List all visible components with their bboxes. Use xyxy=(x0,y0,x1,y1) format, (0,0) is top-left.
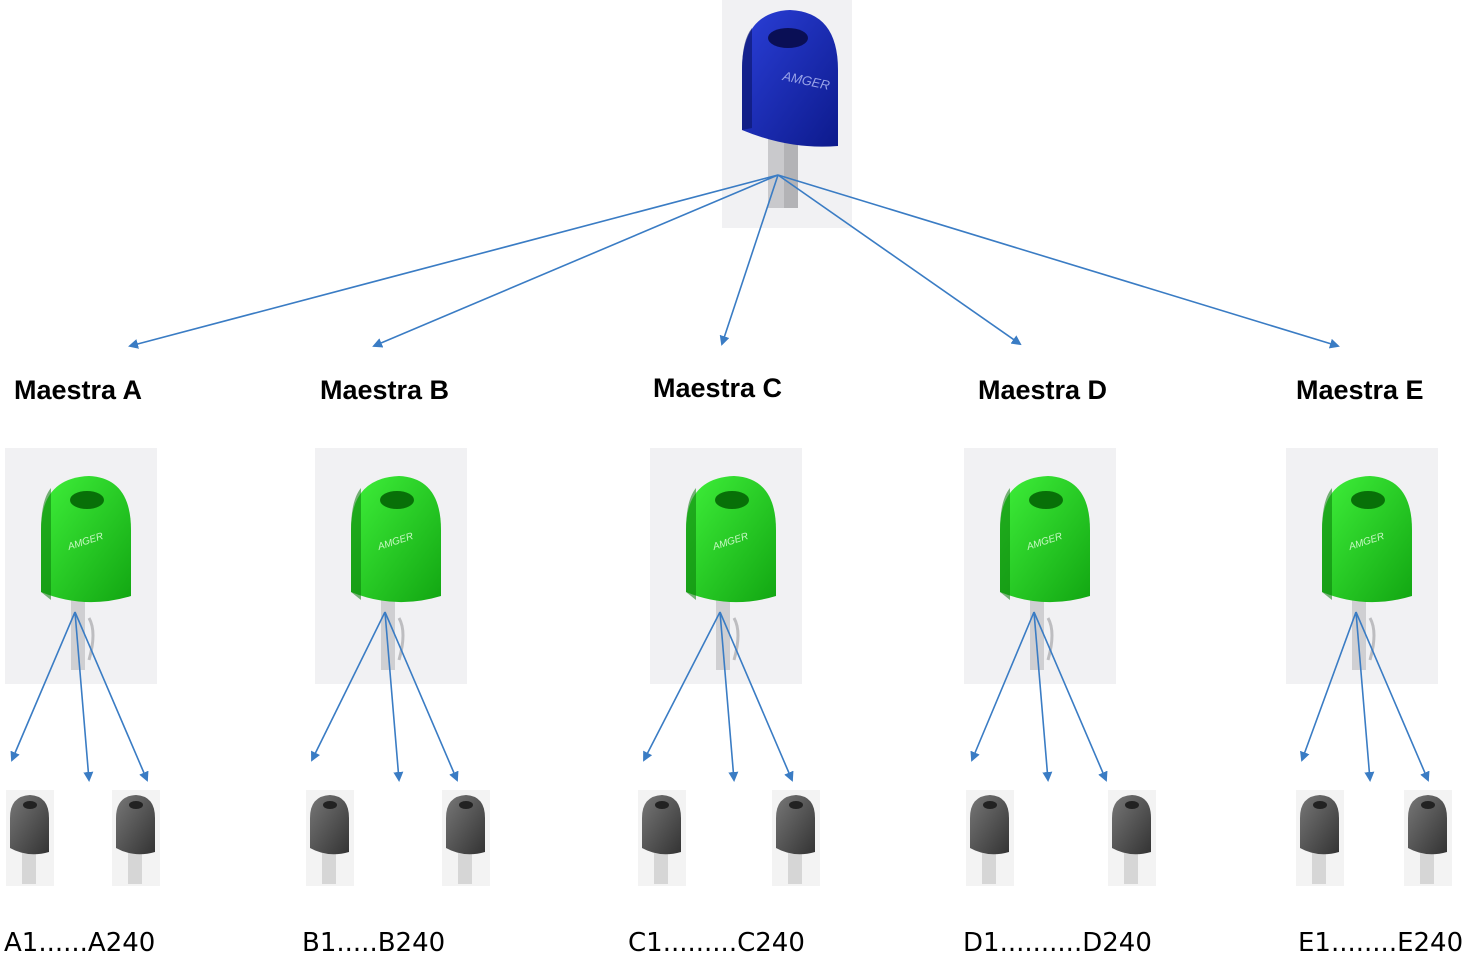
arrow-master-to-group-a xyxy=(128,174,779,349)
child-key-icon-d-1 xyxy=(966,790,1014,886)
group-range-b: B1.....B240 xyxy=(302,928,446,958)
child-key-icon-c-1 xyxy=(638,790,686,886)
child-key-icon-d-2 xyxy=(1108,790,1156,886)
child-key-icon-a-2 xyxy=(112,790,160,886)
group-key-icon-a: AMGER xyxy=(5,448,157,684)
arrow-group-d-to-child-2 xyxy=(1033,611,1053,782)
arrow-group-b-to-child-3 xyxy=(384,611,459,782)
group-label-e: Maestra E xyxy=(1296,375,1424,405)
arrow-group-b-to-child-1 xyxy=(311,611,386,762)
arrow-group-a-to-child-1 xyxy=(10,611,76,762)
arrow-master-to-group-c xyxy=(719,174,779,346)
child-key-icon-a-1 xyxy=(6,790,54,886)
group-label-d: Maestra D xyxy=(978,375,1108,405)
group-label-a: Maestra A xyxy=(14,375,143,405)
group-key-icon-c: AMGER xyxy=(650,448,802,684)
group-range-c: C1.........C240 xyxy=(628,928,805,958)
arrow-group-e-to-child-3 xyxy=(1355,611,1430,782)
arrow-group-c-to-child-3 xyxy=(719,611,794,782)
arrow-group-a-to-child-2 xyxy=(74,611,94,782)
arrow-group-e-to-child-1 xyxy=(1300,611,1357,762)
master-arrows xyxy=(128,174,1340,349)
arrow-group-a-to-child-3 xyxy=(74,611,149,782)
group-range-d: D1..........D240 xyxy=(963,928,1152,958)
arrow-group-d-to-child-3 xyxy=(1033,611,1108,782)
group-label-b: Maestra B xyxy=(320,375,450,405)
group-key-icon-e: AMGER xyxy=(1286,448,1438,684)
group-arrows xyxy=(10,611,1430,782)
group-key-icon-b: AMGER xyxy=(315,448,467,684)
group-keys: AMGER AMGER AMGER AMGER AMGER xyxy=(5,448,1438,684)
child-key-icon-c-2 xyxy=(772,790,820,886)
child-keys xyxy=(6,790,1452,886)
arrow-master-to-group-e xyxy=(777,174,1340,349)
group-key-icon-d: AMGER xyxy=(964,448,1116,684)
arrow-master-to-group-d xyxy=(777,174,1022,346)
group-range-a: A1......A240 xyxy=(4,928,156,958)
child-key-icon-e-1 xyxy=(1296,790,1344,886)
child-key-icon-e-2 xyxy=(1404,790,1452,886)
master-key-icon: AMGER xyxy=(722,0,852,228)
group-label-c: Maestra C xyxy=(653,373,783,403)
arrow-group-d-to-child-1 xyxy=(970,611,1035,762)
child-key-icon-b-1 xyxy=(306,790,354,886)
arrow-master-to-group-b xyxy=(372,174,779,348)
arrow-group-b-to-child-2 xyxy=(384,611,404,782)
arrow-group-c-to-child-2 xyxy=(719,611,739,782)
group-range-e: E1........E240 xyxy=(1298,928,1464,958)
child-key-icon-b-2 xyxy=(442,790,490,886)
arrow-group-c-to-child-1 xyxy=(643,611,721,762)
arrow-group-e-to-child-2 xyxy=(1355,611,1375,782)
